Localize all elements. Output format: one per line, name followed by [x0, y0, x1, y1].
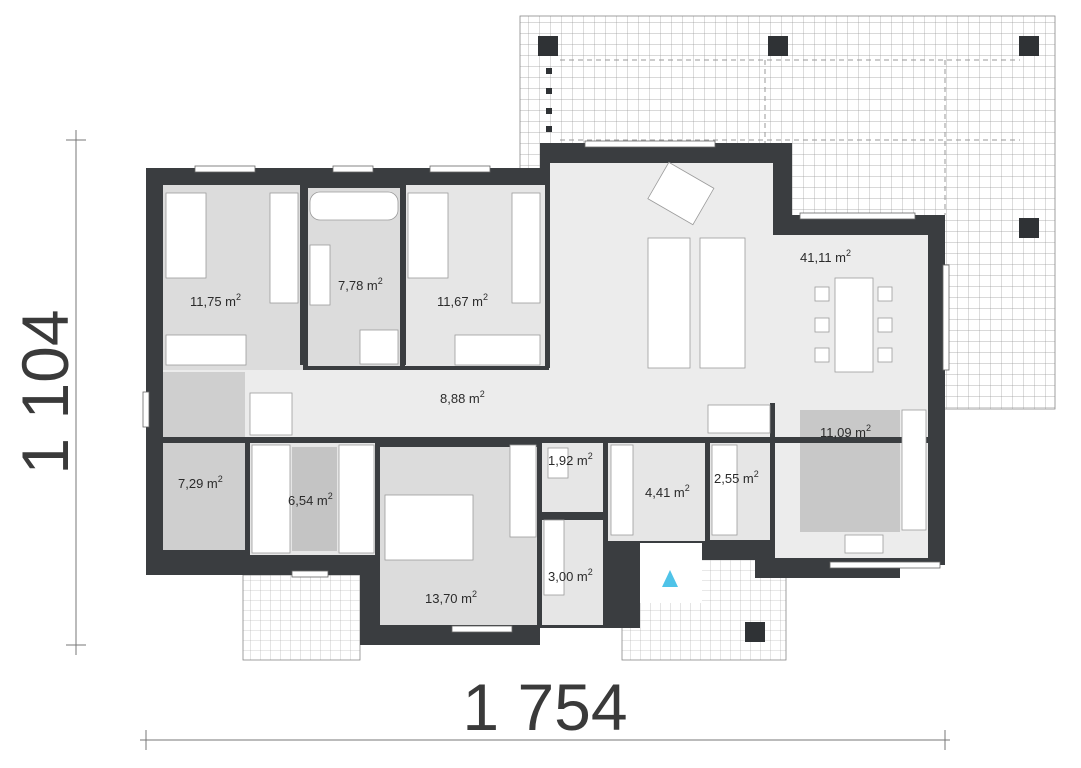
width-dimension-label: 1 754: [462, 670, 627, 744]
area-bedroom-left: 11,75 m2: [190, 292, 241, 309]
area-garage-room: 7,29 m2: [178, 474, 223, 491]
windows: [142, 140, 950, 633]
furniture: [165, 161, 927, 596]
area-closet: 6,54 m2: [288, 491, 333, 508]
area-labels: 11,75 m2 7,78 m2 11,67 m2 41,11 m2 8,88 …: [178, 248, 871, 606]
pergola-beams: [560, 59, 1020, 215]
area-entrance: 4,41 m2: [645, 483, 690, 500]
area-bedroom-mid: 11,67 m2: [437, 292, 488, 309]
area-master-bedroom: 13,70 m2: [425, 589, 477, 606]
area-living-dining: 41,11 m2: [800, 248, 851, 265]
area-wardrobe: 3,00 m2: [548, 567, 593, 584]
entrance-arrow-icon: [662, 570, 678, 587]
terrace-bottom-left: [242, 574, 361, 661]
pergola-post-row: [546, 68, 552, 132]
area-kitchen: 11,09 m2: [820, 423, 871, 440]
area-storage: 2,55 m2: [714, 469, 759, 486]
partition-walls: [163, 163, 928, 627]
dimension-lines: [66, 130, 950, 750]
area-wc: 1,92 m2: [548, 451, 593, 468]
area-hallway: 8,88 m2: [440, 389, 485, 406]
area-bathroom: 7,78 m2: [338, 276, 383, 293]
height-dimension-label: 1 104: [8, 309, 82, 474]
pergola-posts: [538, 36, 1039, 642]
